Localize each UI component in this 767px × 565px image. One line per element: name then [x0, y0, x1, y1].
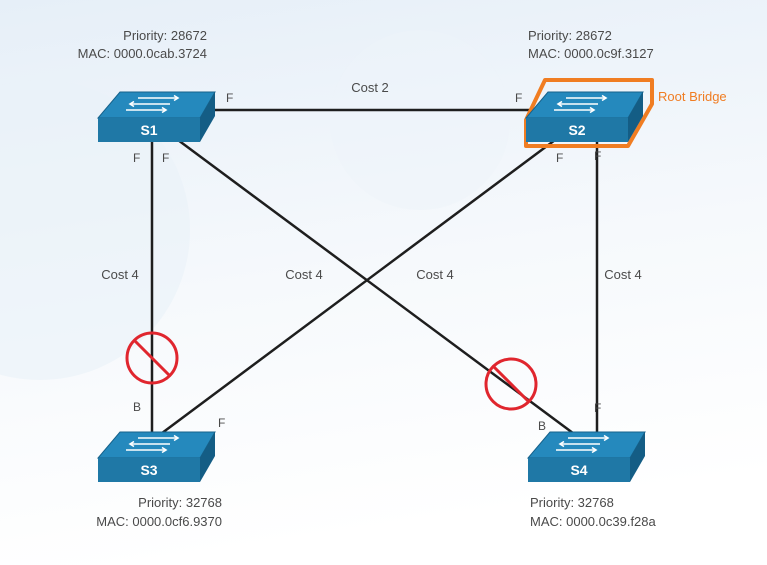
port-role-s1-to-s2: F [226, 91, 233, 105]
port-role-s4-to-s1: B [538, 419, 546, 433]
s1-priority: Priority: 28672 [123, 28, 207, 43]
background-swirl [330, 30, 510, 210]
cost-label-s1-s2: Cost 2 [351, 80, 389, 95]
switch-s1 [96, 91, 216, 142]
switch-label-s3: S3 [140, 462, 157, 478]
cost-label-s2-s3: Cost 4 [285, 267, 323, 282]
port-role-s2-to-s4: F [594, 149, 601, 163]
port-role-s2-to-s1: F [515, 91, 522, 105]
port-role-s4-to-s2: F [594, 401, 601, 415]
blocked-port-icon [484, 357, 538, 411]
switch-label-s4: S4 [570, 462, 587, 478]
port-role-s3-to-s1: B [133, 400, 141, 414]
root-bridge-label: Root Bridge [658, 89, 727, 104]
switch-s4 [526, 431, 646, 482]
switch-label-s2: S2 [568, 122, 585, 138]
s4-mac: MAC: 0000.0c39.f28a [530, 514, 657, 529]
s1-mac: MAC: 0000.0cab.3724 [78, 46, 207, 61]
s3-mac: MAC: 0000.0cf6.9370 [96, 514, 222, 529]
port-role-s1-to-s3: F [133, 151, 140, 165]
port-role-s3-to-s2: F [218, 416, 225, 430]
s2-mac: MAC: 0000.0c9f.3127 [528, 46, 654, 61]
cost-label-s2-s4: Cost 4 [604, 267, 642, 282]
cost-label-s1-s3: Cost 4 [101, 267, 139, 282]
link-s2-s3 [149, 138, 556, 444]
switch-s2 [524, 78, 654, 148]
s4-priority: Priority: 32768 [530, 495, 614, 510]
cost-label-s1-s4: Cost 4 [416, 267, 454, 282]
switch-s3 [96, 431, 216, 482]
s3-priority: Priority: 32768 [138, 495, 222, 510]
port-role-s1-to-s4: F [162, 151, 169, 165]
switch-label-s1: S1 [140, 122, 157, 138]
blocked-port-icon [125, 331, 179, 385]
background-swirl [0, 80, 190, 380]
port-role-s2-to-s3: F [556, 151, 563, 165]
s2-priority: Priority: 28672 [528, 28, 612, 43]
